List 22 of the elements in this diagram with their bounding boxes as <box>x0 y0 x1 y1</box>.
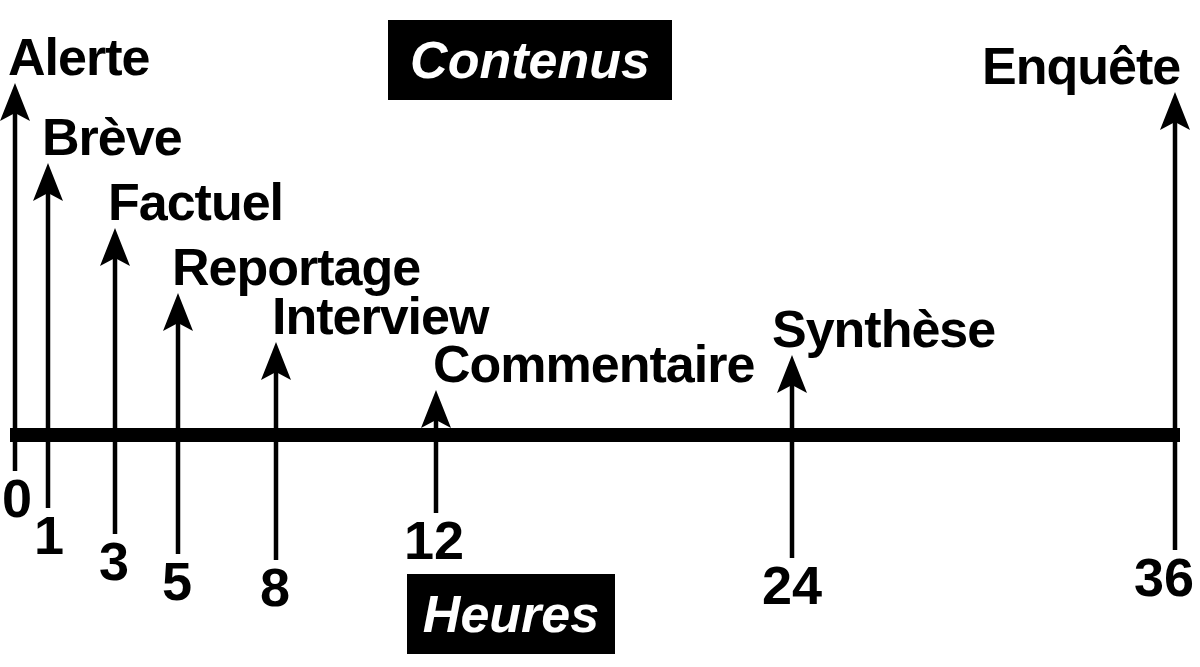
hour-label: 1 <box>34 508 65 562</box>
hour-label: 36 <box>1134 550 1195 604</box>
hour-label: 8 <box>260 560 291 614</box>
axis-title: Heures <box>407 574 615 654</box>
hour-label: 12 <box>404 513 465 567</box>
arrow <box>33 163 63 508</box>
hour-label: 3 <box>99 534 130 588</box>
content-type-label: Factuel <box>108 176 284 228</box>
arrow <box>163 293 193 554</box>
arrow <box>421 390 451 513</box>
hour-label: 0 <box>2 471 33 525</box>
arrow <box>1160 92 1190 550</box>
hour-label: 5 <box>162 554 193 608</box>
arrow <box>777 355 807 558</box>
content-type-label: Alerte <box>8 31 150 83</box>
content-type-label: Commentaire <box>433 338 755 390</box>
arrow <box>100 228 130 534</box>
axis-title: Contenus <box>388 20 672 100</box>
arrow <box>261 342 291 560</box>
arrow <box>0 83 30 471</box>
content-type-label: Brève <box>42 111 182 163</box>
hour-label: 24 <box>762 558 823 612</box>
